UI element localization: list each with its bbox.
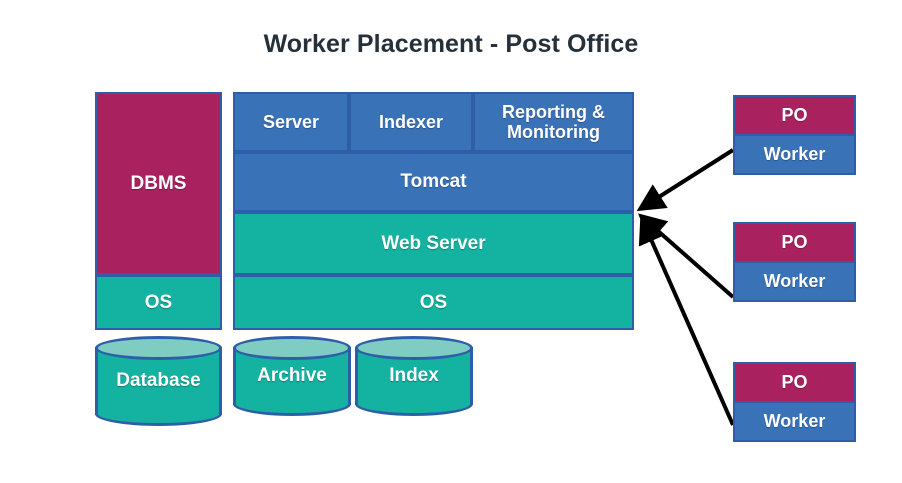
cylinder-top-ellipse xyxy=(355,336,473,360)
stack-cell-reporting-monitoring: Reporting & Monitoring xyxy=(473,92,634,152)
worker-node-worker-box: Worker xyxy=(733,134,856,175)
stack-reporting-label: Reporting & Monitoring xyxy=(502,101,605,142)
cylinder-top-ellipse xyxy=(233,336,351,360)
cylinder-index-label: Index xyxy=(389,365,439,386)
stack-indexer-label: Indexer xyxy=(378,111,444,132)
arrow-worker-1 xyxy=(636,148,735,212)
stack-os-label: OS xyxy=(419,291,448,313)
worker-node-po-label: PO xyxy=(781,372,808,392)
stack-cell-os: OS xyxy=(233,275,634,330)
cylinder-archive-label: Archive xyxy=(257,365,327,386)
stack-web-server-label: Web Server xyxy=(381,232,486,254)
worker-node-worker-label: Worker xyxy=(763,411,826,431)
stack-server-label: Server xyxy=(262,111,320,132)
worker-node-po-label: PO xyxy=(781,105,808,125)
worker-node: PO Worker xyxy=(733,222,856,302)
dbms-label: DBMS xyxy=(130,172,187,194)
dbms-box: DBMS xyxy=(95,92,222,275)
dbms-os-box: OS xyxy=(95,275,222,330)
stack-tomcat-label: Tomcat xyxy=(400,171,467,193)
cylinder-index: Index xyxy=(355,336,473,416)
cylinder-top-ellipse xyxy=(95,336,222,360)
page-title: Worker Placement - Post Office xyxy=(263,30,639,58)
stack-cell-web-server: Web Server xyxy=(233,212,634,275)
worker-node-worker-label: Worker xyxy=(763,271,826,291)
stack-cell-tomcat: Tomcat xyxy=(233,152,634,212)
stack-cell-indexer: Indexer xyxy=(349,92,473,152)
worker-node-po-label: PO xyxy=(781,232,808,252)
worker-node-po-box: PO xyxy=(733,362,856,401)
worker-node: PO Worker xyxy=(733,362,856,442)
arrow-worker-3 xyxy=(638,215,735,426)
dbms-os-label: OS xyxy=(144,291,173,313)
cylinder-database-label: Database xyxy=(116,370,201,391)
cylinder-database: Database xyxy=(95,336,222,426)
worker-node-po-box: PO xyxy=(733,95,856,134)
worker-node-worker-box: Worker xyxy=(733,261,856,302)
worker-node-po-box: PO xyxy=(733,222,856,261)
stack-cell-server: Server xyxy=(233,92,349,152)
cylinder-archive: Archive xyxy=(233,336,351,416)
arrow-worker-2 xyxy=(637,213,735,299)
worker-node-worker-label: Worker xyxy=(763,144,826,164)
worker-node: PO Worker xyxy=(733,95,856,175)
worker-node-worker-box: Worker xyxy=(733,401,856,442)
